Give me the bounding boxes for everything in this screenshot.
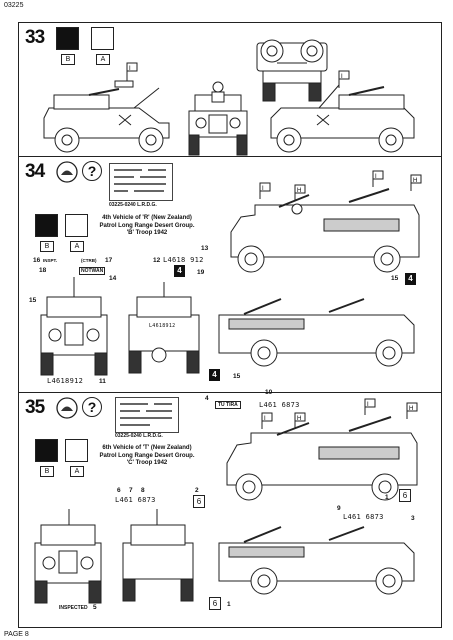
callout-6: 6 [117,487,121,494]
callout-5: 5 [93,604,97,611]
truck-side-view-upper [226,416,418,501]
side-plate-top: L461 6873 [259,401,300,409]
step-35-truck-drawings: I H I H [34,398,418,604]
callout-8: 8 [141,487,145,494]
truck-side-view-lower [218,526,415,595]
vehicle-number-box: 4 [174,265,185,277]
flag-h-label-2: H [413,178,417,184]
step-33-truck-drawings: I I [43,39,415,156]
callout-16: 16 [33,257,41,264]
callout-13: 13 [201,245,209,252]
flag-i-label: I [264,416,266,422]
color-swatch-black [35,214,58,237]
callout-3: 3 [411,515,415,522]
color-swatch-white [65,439,88,462]
callout-7: 7 [129,487,133,494]
tag-tu-tira: TU TIRA [215,401,241,409]
step-number: 34 [25,161,45,182]
page-number: PAGE 8 [4,631,29,638]
callout-12: 12 [153,257,161,264]
step-number: 33 [25,27,45,48]
callout-10: 10 [265,389,273,396]
callout-17: 17 [105,257,113,264]
flag-h-label-2: H [409,406,413,412]
vehicle-description: 6th Vehicle of 'T' (New Zealand) Patrol … [99,445,195,466]
vehicle-number-box-lower: 4 [209,369,220,381]
decal-sheet-code: 03225-0240 L.R.D.G. [109,202,157,208]
callout-1b: 1 [227,601,231,608]
rear-plate-number: L4618 912 [163,256,204,264]
color-swatch-white [65,214,88,237]
flag-label-right: I [341,74,343,80]
truck-side-view-lower [218,298,415,367]
help-icon: ? [82,397,102,417]
side-plate-lower: L461 6873 [343,513,384,521]
swatch-label-a: A [70,466,84,477]
truck-rear-view [122,509,194,602]
callout-11: 11 [99,378,106,385]
truck-front-view [188,81,248,156]
callout-9: 9 [337,505,341,512]
truck-side-view-right [270,84,415,153]
callout-15-side: 15 [391,275,399,282]
callout-15-front: 15 [29,297,37,304]
small-label-inspt: INSPT. [43,258,58,263]
help-icon: ? [82,161,102,181]
rear-plate-number: L461 6873 [115,496,156,504]
color-swatch-white [91,27,114,50]
vehicle-number-box-side: 6 [399,489,411,502]
flag-h-label: H [297,188,301,194]
flag-label: I [129,66,131,72]
flag-h-label: H [297,416,301,422]
step-33-panel: 33 B A [18,22,442,167]
truck-side-view-left [43,80,170,153]
rear-plate-small: L4618912 [149,323,176,329]
truck-front-view [34,509,102,604]
step-35-panel: 35 ? 03225-0240 L.R.D.G. B A 6th Vehicle… [18,389,442,628]
callout-19: 19 [197,269,205,276]
flag-i-label: I [262,186,264,192]
bumper-text: NOTWAN [79,267,106,275]
inspected-label: INSPECTED [59,605,88,611]
callout-14: 14 [109,275,117,282]
decal-sheet-thumbnail [115,397,179,433]
flag-i-label-2: I [375,174,377,180]
vehicle-number-box-rear: 6 [193,495,205,508]
callout-4: 4 [205,395,209,402]
truck-rear-view [128,282,200,374]
glue-icon [56,161,78,183]
vehicle-number-box-side: 4 [405,273,416,285]
small-label-ctrb: (CTRB) [81,258,97,263]
swatch-label-b: B [61,54,75,65]
callout-1: 1 [385,494,389,501]
truck-front-view [40,277,108,376]
step-34-panel: 34 ? 03225-0240 L.R.D.G. B A 4th Vehicle… [18,156,442,393]
vehicle-number-box-lower: 6 [209,597,221,610]
front-plate-number: L4618912 [47,377,84,385]
decal-sheet-thumbnail [109,163,173,201]
callout-18: 18 [39,267,47,274]
callout-2: 2 [195,487,199,494]
step-number: 35 [25,397,45,418]
swatch-label-a: A [96,54,110,65]
truck-side-view-upper [230,188,420,273]
callout-15-lower: 15 [233,373,241,380]
swatch-label-b: B [40,241,54,252]
step-34-truck-drawings: I H I H [40,170,422,376]
color-swatch-black [56,27,79,50]
truck-rear-view [256,39,328,102]
swatch-label-a: A [70,241,84,252]
vehicle-description: 4th Vehicle of 'R' (New Zealand) Patrol … [99,215,195,236]
decal-sheet-code: 03225-0240 L.R.D.G. [115,433,163,439]
document-code: 03225 [4,2,24,9]
swatch-label-b: B [40,466,54,477]
flag-i-label-2: I [367,402,369,408]
glue-icon [56,397,78,419]
color-swatch-black [35,439,58,462]
